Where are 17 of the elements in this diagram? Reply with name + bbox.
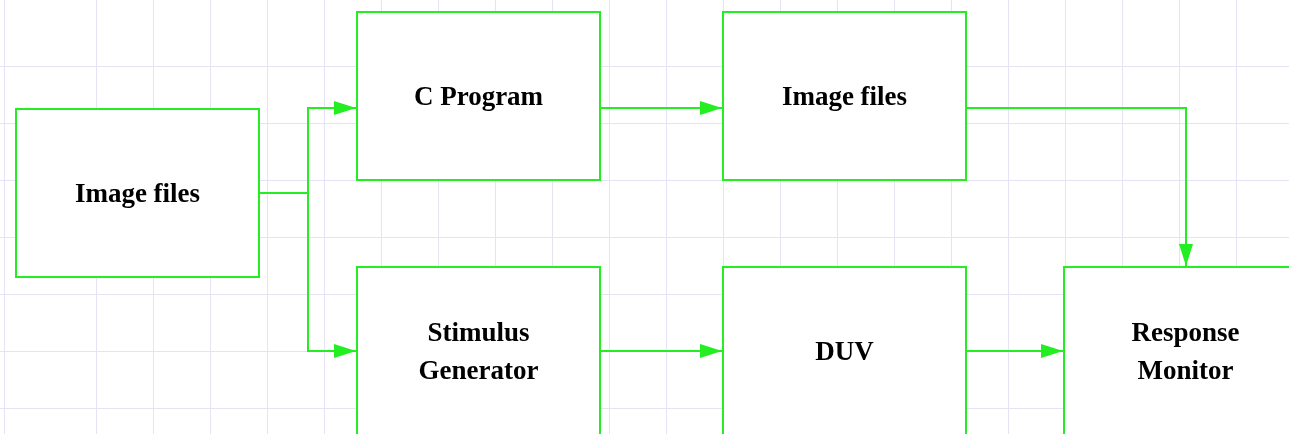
box-label: Stimulus Generator bbox=[417, 316, 540, 387]
box-label: DUV bbox=[815, 335, 874, 368]
arrow bbox=[600, 101, 723, 115]
box-label: Response Monitor bbox=[1130, 316, 1241, 387]
process-box bbox=[15, 108, 260, 278]
arrow bbox=[600, 344, 723, 358]
box-label: Image files bbox=[781, 80, 908, 113]
arrow bbox=[966, 344, 1064, 358]
process-box bbox=[722, 11, 967, 181]
arrow bbox=[259, 192, 357, 358]
process-box bbox=[356, 11, 601, 181]
process-box bbox=[1063, 266, 1289, 434]
arrow bbox=[966, 107, 1193, 267]
box-label: C Program bbox=[413, 80, 544, 113]
box-label: Image files bbox=[74, 177, 201, 210]
process-box bbox=[722, 266, 967, 434]
process-box bbox=[356, 266, 601, 434]
